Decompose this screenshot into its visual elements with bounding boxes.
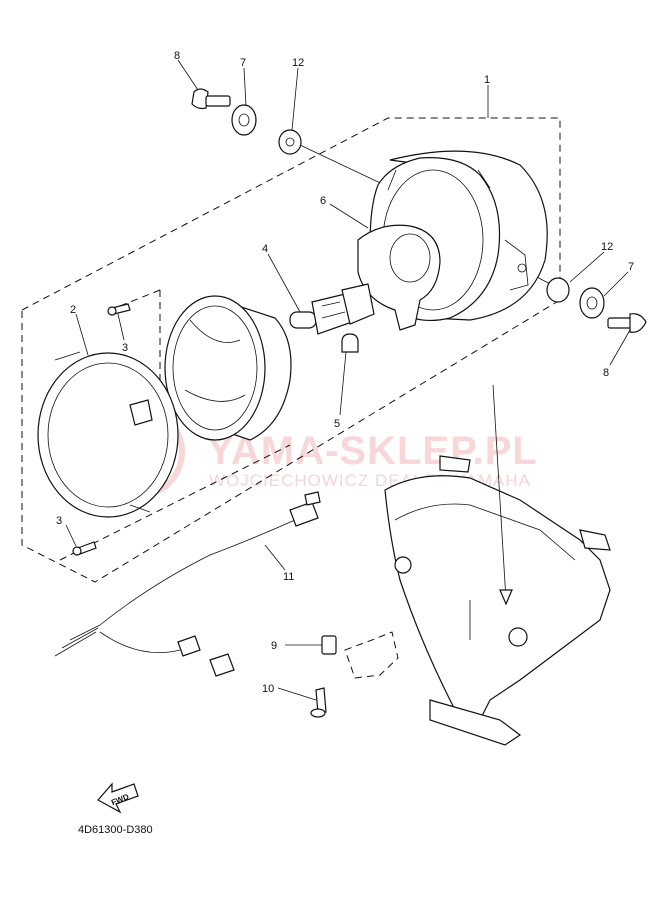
callout-3-lower: 3 bbox=[56, 515, 62, 527]
callout-9: 9 bbox=[271, 640, 277, 652]
bulb-cover bbox=[357, 224, 441, 331]
assembly-boundary bbox=[21, 117, 561, 583]
callout-2: 2 bbox=[70, 304, 76, 316]
callout-5: 5 bbox=[334, 418, 340, 430]
mounting-arrow bbox=[492, 384, 507, 601]
halogen-bulb bbox=[289, 283, 375, 335]
wire-harness bbox=[54, 491, 321, 677]
damper-left bbox=[231, 104, 257, 136]
drawing-code: 4D61300-D380 bbox=[78, 824, 153, 836]
callout-12-upper: 12 bbox=[292, 57, 304, 69]
callout-1: 1 bbox=[484, 74, 490, 86]
callout-7-upper: 7 bbox=[240, 57, 246, 69]
callout-11: 11 bbox=[283, 571, 294, 583]
nut-9 bbox=[321, 635, 337, 655]
leader-lines bbox=[65, 59, 631, 701]
mounting-arrowhead bbox=[499, 589, 513, 606]
bolt-10 bbox=[310, 687, 327, 718]
headlight-stay bbox=[384, 455, 611, 746]
collar-left bbox=[278, 129, 302, 155]
bracket-clip bbox=[344, 631, 399, 679]
headlight-unit bbox=[164, 295, 292, 441]
bolt-left bbox=[191, 88, 231, 110]
callout-12-lower: 12 bbox=[601, 241, 613, 253]
callout-6: 6 bbox=[320, 195, 326, 207]
screw-upper bbox=[107, 303, 131, 316]
damper-right bbox=[579, 287, 605, 319]
callout-7-lower: 7 bbox=[628, 261, 634, 273]
callout-4: 4 bbox=[262, 243, 268, 255]
fwd-arrow-icon: FWD bbox=[97, 782, 139, 814]
callout-3-upper: 3 bbox=[122, 342, 128, 354]
screw-lower bbox=[72, 541, 97, 556]
headlight-rim bbox=[37, 351, 179, 518]
position-bulb bbox=[341, 333, 359, 353]
watermark-title: YAMA-SKLEP.PL bbox=[207, 429, 538, 473]
axis-guide bbox=[59, 289, 291, 561]
bolt-right bbox=[607, 313, 647, 333]
callout-8-upper: 8 bbox=[174, 50, 180, 62]
callout-10: 10 bbox=[262, 683, 274, 695]
callout-8-lower: 8 bbox=[603, 367, 609, 379]
collar-right bbox=[546, 277, 570, 303]
